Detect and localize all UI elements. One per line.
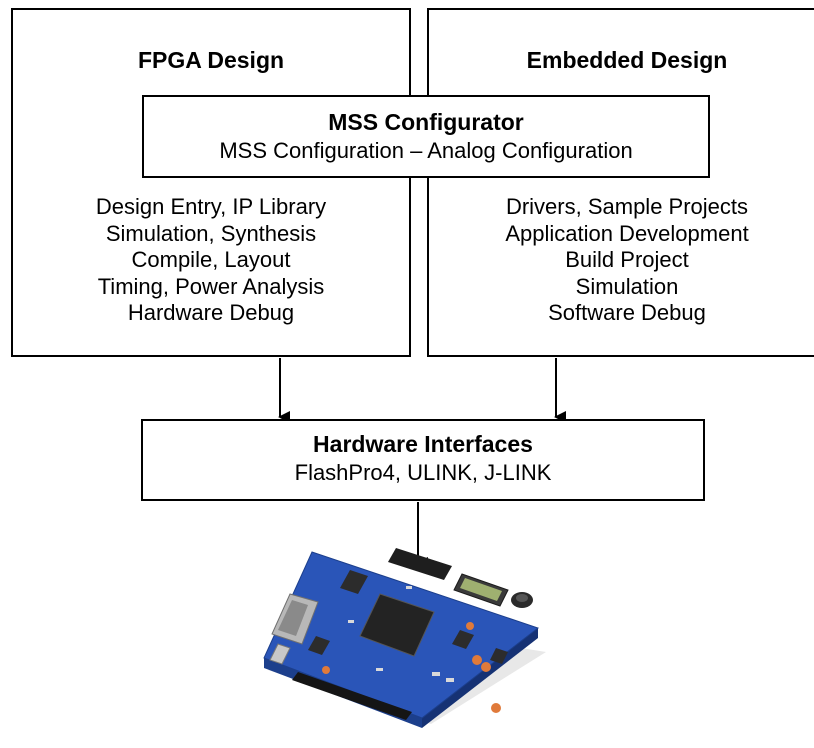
hardware-interfaces-subtitle: FlashPro4, ULINK, J-LINK — [294, 460, 552, 485]
fpga-design-list: Design Entry, IP Library Simulation, Syn… — [13, 194, 409, 327]
fpga-item: Hardware Debug — [127, 300, 295, 325]
embedded-design-title: Embedded Design — [526, 47, 728, 73]
embedded-item: Simulation — [575, 273, 679, 299]
embedded-item: Build Project — [565, 247, 689, 272]
embedded-design-box: Embedded Design Drivers, Sample Projects… — [427, 8, 814, 357]
fpga-item: Timing, Power Analysis — [97, 273, 325, 299]
fpga-design-title: FPGA Design — [137, 47, 285, 73]
fpga-item: Compile, Layout — [131, 247, 291, 272]
embedded-item: Software Debug — [548, 300, 706, 325]
mss-configurator-title: MSS Configurator — [328, 109, 524, 135]
embedded-item: Application Development — [505, 220, 749, 246]
mss-configurator-subtitle: MSS Configuration – Analog Configuration — [219, 138, 633, 163]
fpga-design-box: FPGA Design Design Entry, IP Library Sim… — [11, 8, 411, 357]
development-board-image — [263, 548, 546, 728]
hardware-interfaces-title: Hardware Interfaces — [313, 431, 533, 457]
fpga-item: Design Entry, IP Library — [95, 194, 327, 219]
embedded-design-list: Drivers, Sample Projects Application Dev… — [429, 194, 814, 327]
mss-configurator-box: MSS Configurator MSS Configuration – Ana… — [142, 95, 710, 178]
embedded-item: Drivers, Sample Projects — [505, 194, 749, 219]
fpga-item: Simulation, Synthesis — [105, 220, 317, 246]
hardware-interfaces-box: Hardware Interfaces FlashPro4, ULINK, J-… — [141, 419, 705, 501]
